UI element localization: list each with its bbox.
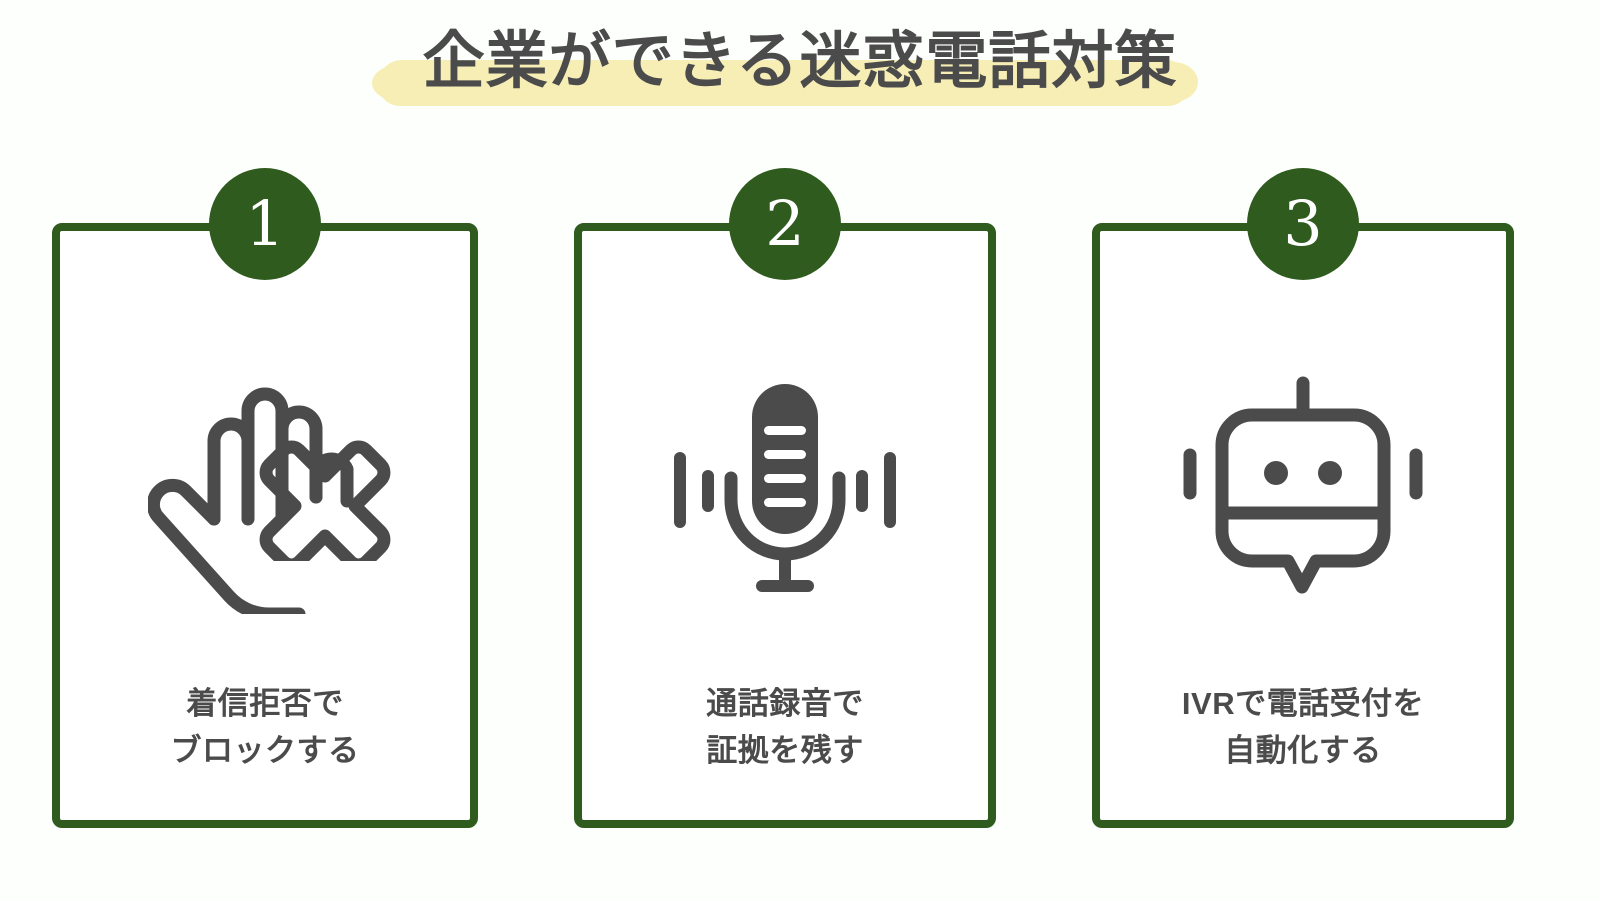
- card-step-3[interactable]: 3 IVRで電話受付を: [1092, 168, 1514, 828]
- microphone-recording-icon: [655, 361, 915, 621]
- caption-line-2: 自動化する: [1224, 732, 1382, 768]
- step-number-badge-1: 1: [209, 168, 321, 280]
- cards-row: 1 着信拒否で ブロックする: [0, 168, 1600, 833]
- caption-line-2: 証拠を残す: [706, 732, 864, 768]
- step-number-badge-2: 2: [729, 168, 841, 280]
- hand-block-icon: [135, 361, 395, 621]
- robot-chatbot-icon: [1173, 361, 1433, 621]
- card-caption-2: 通話録音で 証拠を残す: [582, 681, 988, 774]
- caption-line-2: ブロックする: [170, 732, 360, 768]
- card-step-2[interactable]: 2: [574, 168, 996, 828]
- caption-line-1: 通話録音で: [706, 686, 864, 721]
- caption-line-1: 着信拒否で: [186, 686, 344, 721]
- card-step-1[interactable]: 1 着信拒否で ブロックする: [52, 168, 478, 828]
- title-block: 企業ができる迷惑電話対策: [0, 14, 1600, 124]
- caption-line-1: IVRで電話受付を: [1181, 686, 1425, 721]
- step-number-badge-3: 3: [1247, 168, 1359, 280]
- title-highlight-marker: [372, 60, 1198, 106]
- card-caption-1: 着信拒否で ブロックする: [60, 681, 470, 774]
- page-title: 企業ができる迷惑電話対策: [422, 27, 1178, 96]
- card-caption-3: IVRで電話受付を 自動化する: [1100, 681, 1506, 774]
- cross-mark-icon: [195, 361, 455, 621]
